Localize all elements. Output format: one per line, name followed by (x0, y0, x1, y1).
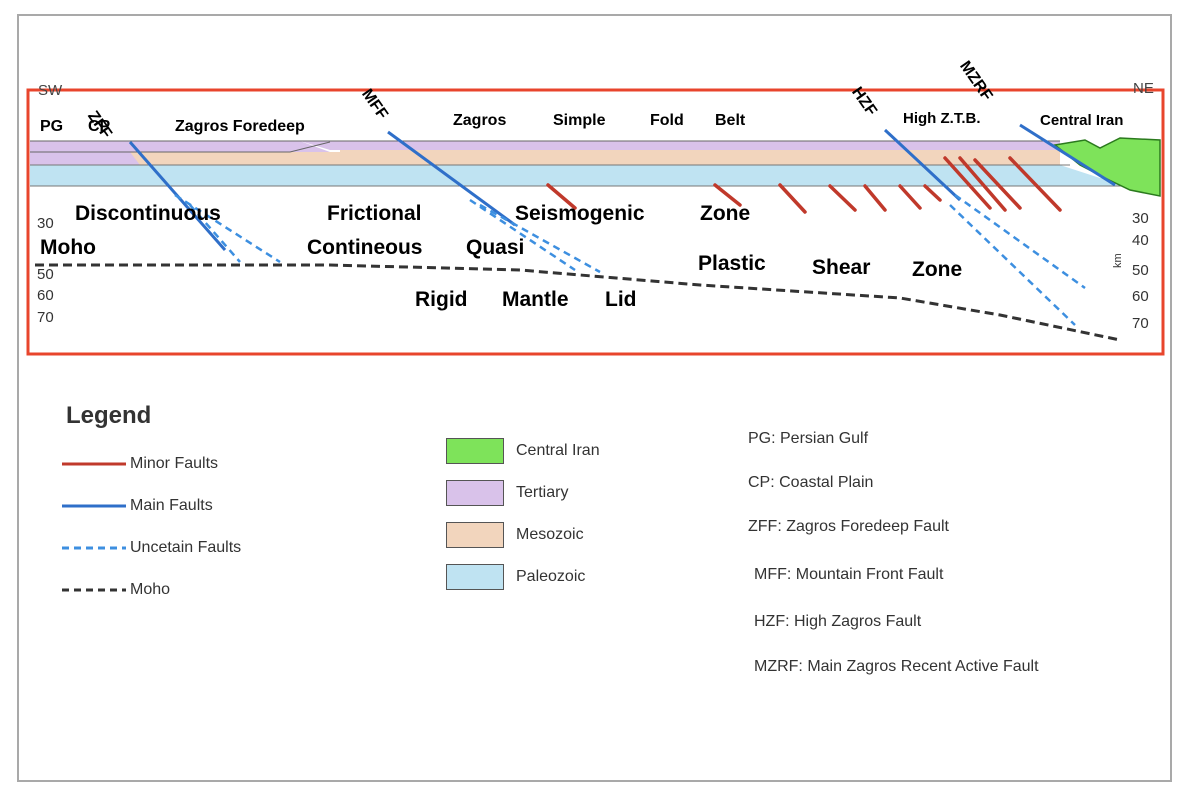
minor-faults (546, 156, 1062, 214)
legend-central-iran: Central Iran (446, 438, 600, 464)
zone-label-lower: Zone (912, 258, 963, 281)
mantle-label: Mantle (502, 288, 569, 311)
legend-mesozoic-label: Mesozoic (516, 526, 584, 543)
uncertain-fault (949, 204, 1076, 326)
legend-uncertain-faults-label: Uncetain Faults (130, 539, 242, 556)
uncertain-fault (954, 193, 1086, 290)
high-ztb-label: High Z.T.B. (903, 110, 981, 127)
abbr-cp: CP: Coastal Plain (748, 474, 874, 491)
paleozoic-layer (30, 165, 1160, 186)
fold-label: Fold (650, 112, 684, 129)
plastic-label: Plastic (698, 252, 766, 275)
legend-uncertain-faults: Uncetain Faults (62, 539, 241, 557)
shear-label: Shear (812, 256, 871, 279)
main-fault-hzf (883, 128, 962, 202)
tertiary-layer-south (30, 152, 140, 165)
ne-label: NE (1133, 80, 1154, 97)
right-depth-40: 40 (1132, 232, 1149, 249)
abbr-pg: PG: Persian Gulf (748, 430, 869, 447)
cp-label: CP (88, 118, 111, 135)
lid-label: Lid (605, 288, 637, 311)
main-fault-mff (387, 130, 516, 227)
zagros-foredeep-label: Zagros Foredeep (175, 118, 305, 135)
legend-minor-faults: Minor Faults (62, 455, 218, 473)
legend-main-faults-label: Main Faults (130, 497, 213, 514)
main-fault-mzrf (1019, 123, 1116, 187)
swatch-central-iran (446, 438, 504, 464)
left-depth-30: 30 (37, 215, 54, 232)
sw-label: SW (38, 82, 63, 99)
legend-title: Legend (66, 402, 152, 429)
legend-main-fault-line (62, 504, 126, 508)
left-depth-50: 50 (37, 266, 54, 283)
legend-tertiary: Tertiary (446, 480, 568, 506)
belt-label: Belt (715, 112, 746, 129)
uncertain-fault (174, 193, 281, 264)
uncertain-fault (189, 204, 241, 263)
legend-minor-faults-label: Minor Faults (130, 455, 219, 472)
right-depth-60: 60 (1132, 288, 1149, 305)
abbr-hzf: HZF: High Zagros Fault (754, 613, 922, 630)
legend-central-iran-label: Central Iran (516, 442, 600, 459)
layer-boundary (30, 141, 331, 153)
legend-mesozoic: Mesozoic (446, 522, 584, 548)
right-depth-70: 70 (1132, 315, 1149, 332)
section-border (26, 88, 1165, 356)
legend-moho: Moho (62, 581, 170, 599)
legend-paleozoic: Paleozoic (446, 564, 585, 590)
right-depth-30: 30 (1132, 210, 1149, 227)
swatch-tertiary (446, 480, 504, 506)
abbr-mzrf: MZRF: Main Zagros Recent Active Fault (754, 658, 1039, 675)
discontinuous-label: Discontinuous (75, 202, 221, 225)
legend-moho-line (62, 588, 126, 592)
frictional-label: Frictional (327, 202, 422, 225)
pg-label: PG (40, 118, 64, 135)
swatch-mesozoic (446, 522, 504, 548)
central-iran-block (1053, 137, 1161, 197)
uncertain-fault (479, 203, 601, 274)
swatch-paleozoic (446, 564, 504, 590)
zagros-label: Zagros (453, 112, 507, 129)
quasi-label: Quasi (466, 236, 525, 259)
abbr-zff: ZFF: Zagros Foredeep Fault (748, 518, 949, 535)
legend-main-faults: Main Faults (62, 497, 213, 515)
legend-moho-label: Moho (130, 581, 171, 598)
contineous-label: Contineous (307, 236, 423, 259)
zone-label-upper: Zone (700, 202, 751, 225)
left-depth-70: 70 (37, 309, 54, 326)
legend-uncertain-fault-line (62, 546, 126, 550)
tertiary-layer (30, 141, 330, 152)
central-iran-label: Central Iran (1040, 112, 1124, 129)
tertiary-layer-east (300, 141, 1060, 150)
left-depth-60: 60 (37, 287, 54, 304)
moho-label: Moho (40, 236, 96, 259)
abbr-mff: MFF: Mountain Front Fault (754, 566, 944, 583)
right-depth-50: 50 (1132, 262, 1149, 279)
moho-line (35, 263, 1121, 342)
seismogenic-label: Seismogenic (515, 202, 645, 225)
legend-minor-fault-line (62, 462, 126, 466)
simple-label: Simple (553, 112, 606, 129)
rigid-label: Rigid (415, 288, 468, 311)
legend-paleozoic-label: Paleozoic (516, 568, 586, 585)
depth-unit-km: km (1112, 253, 1124, 268)
mesozoic-layer-east (340, 150, 1060, 165)
legend-tertiary-label: Tertiary (516, 484, 569, 501)
uncertain-fault (469, 198, 576, 272)
